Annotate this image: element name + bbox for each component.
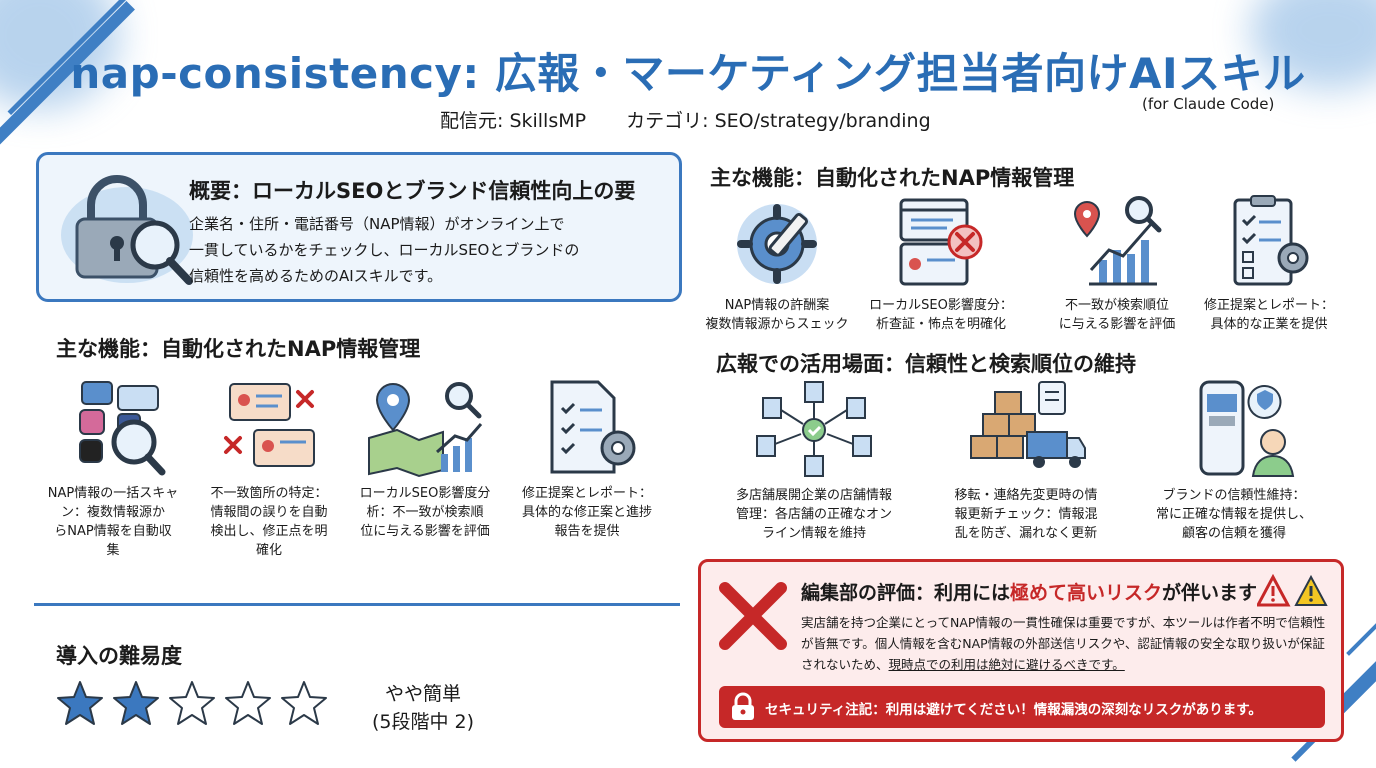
red-x-icon bbox=[719, 582, 787, 650]
feature-item: ローカルSEO影響度分： 析查証・怖点を明確化 bbox=[866, 194, 1016, 334]
feature-caption-line: 不一致が検索順位 bbox=[1064, 298, 1169, 313]
evaluation-body: 実店舗を持つ企業にとってNAP情報の一貫性確保は重要ですが、本ツールは作者不明で… bbox=[801, 612, 1331, 675]
difficulty-text: やや簡単 (5段階中 2) bbox=[372, 680, 474, 736]
feature-caption-line: 修正提案とレポート： bbox=[1203, 298, 1334, 313]
feature-caption-line: らNAP情報を自動収 bbox=[54, 524, 172, 539]
usage-caption-line: 報更新チェック：情報混 bbox=[954, 507, 1098, 522]
feature-caption-line: ローカルSEO影響度分： bbox=[869, 298, 1013, 313]
decorative-stripe bbox=[1346, 568, 1376, 656]
usage-caption-line: 管理：各店舗の正確なオン bbox=[735, 507, 892, 522]
evaluation-heading-post: が伴います bbox=[1162, 582, 1258, 604]
security-note-bar: セキュリティ注記：利用は避けてください！情報漏洩の深刻なリスクがあります。 bbox=[719, 686, 1325, 728]
overview-line: 一貫しているかをチェックし、ローカルSEOとブランドの bbox=[189, 241, 580, 259]
feature-caption-line: 修正提案とレポート： bbox=[521, 486, 652, 501]
phone-trust-icon bbox=[1199, 380, 1295, 477]
map-chart-icon bbox=[368, 382, 483, 478]
usage-caption-line: 顧客の信頼を獲得 bbox=[1181, 526, 1286, 541]
star-empty-icon bbox=[281, 681, 327, 725]
feature-caption-line: に与える影響を評価 bbox=[1058, 317, 1176, 332]
evaluation-heading-risk: 極めて高いリスク bbox=[1010, 582, 1163, 604]
overview-heading: 概要：ローカルSEOとブランド信頼性向上の要 bbox=[189, 179, 636, 203]
checklist-gear-icon bbox=[1233, 195, 1309, 286]
feature-caption-line: 具体的な正業を提供 bbox=[1210, 317, 1328, 332]
star-empty-icon bbox=[169, 681, 215, 725]
feature-caption-line: ン：複数情報源か bbox=[60, 505, 165, 520]
feature-item: 不一致が検索順位 に与える影響を評価 bbox=[1042, 194, 1192, 334]
feature-caption-line: NAP情報の許酬案 bbox=[724, 298, 830, 313]
usage-caption-line: 多店舗展開企業の店舗情報 bbox=[735, 488, 892, 503]
usage-item: 移転・連絡先変更時の情 報更新チェック：情報混 乱を防ぎ、漏れなく更新 bbox=[936, 380, 1116, 543]
document-gear-icon bbox=[550, 380, 636, 474]
rising-chart-icon bbox=[1073, 196, 1162, 286]
usage-caption-line: 移転・連絡先変更時の情 bbox=[954, 488, 1098, 503]
platform-label: (for Claude Code) bbox=[1142, 95, 1275, 113]
features-left-heading: 主な機能：自動化されたNAP情報管理 bbox=[56, 337, 421, 361]
difficulty-label: 導入の難易度 bbox=[56, 644, 182, 668]
feature-caption-line: 析查証・怖点を明確化 bbox=[875, 317, 1006, 332]
subtitle: 配信元: SkillsMP カテゴリ: SEO/strategy/brandin… bbox=[440, 106, 931, 133]
feature-caption-line: 報告を提供 bbox=[554, 524, 620, 539]
evaluation-body-warning: 現時点での利用は絶対に避けるべきです。 bbox=[888, 657, 1125, 672]
usage-caption-line: 常に正確な情報を提供し、 bbox=[1155, 507, 1312, 522]
section-divider bbox=[34, 603, 680, 606]
security-note-text: セキュリティ注記：利用は避けてください！情報漏洩の深刻なリスクがあります。 bbox=[765, 702, 1262, 718]
feature-caption-line: ローカルSEO影響度分 bbox=[359, 486, 491, 501]
feature-item: 不一致箇所の特定： 情報間の誤りを自動 検出し、修正点を明 確化 bbox=[194, 378, 344, 560]
feature-item: NAP情報の一括スキャ ン：複数情報源か らNAP情報を自動収 集 bbox=[38, 378, 188, 560]
overview-line: 信頼性を高めるためのAIスキルです。 bbox=[189, 267, 443, 285]
feature-caption-line: 確化 bbox=[255, 543, 282, 558]
feature-item: 修正提案とレポート： 具体的な正業を提供 bbox=[1194, 194, 1344, 334]
social-scan-icon bbox=[79, 381, 166, 476]
feature-caption-line: 複数情報源からスェック bbox=[705, 317, 849, 332]
difficulty-scale: (5段階中 2) bbox=[372, 711, 475, 733]
usage-caption-line: 乱を防ぎ、漏れなく更新 bbox=[954, 526, 1098, 541]
star-filled-icon bbox=[113, 681, 159, 725]
page-title: nap-consistency: 広報・マーケティング担当者向けAIスキル bbox=[70, 49, 1306, 98]
publisher-label: 配信元: SkillsMP bbox=[440, 110, 587, 132]
mismatch-cards-icon bbox=[224, 383, 315, 467]
feature-item: ローカルSEO影響度分 析：不一致が検索順 位に与える影響を評価 bbox=[350, 378, 500, 541]
feature-caption-line: 集 bbox=[106, 543, 120, 558]
features-right-heading: 主な機能：自動化されたNAP情報管理 bbox=[710, 166, 1075, 190]
category-label: カテゴリ: SEO/strategy/branding bbox=[626, 110, 931, 132]
feature-caption-line: NAP情報の一括スキャ bbox=[47, 486, 179, 501]
star-filled-icon bbox=[57, 681, 103, 725]
gear-pencil-icon bbox=[737, 204, 817, 284]
difficulty-level: やや簡単 bbox=[385, 683, 462, 705]
usage-caption-line: ブランドの信頼性維持： bbox=[1162, 488, 1306, 503]
feature-caption-line: 情報間の誤りを自動 bbox=[210, 505, 328, 520]
star-empty-icon bbox=[225, 681, 271, 725]
lock-icon bbox=[732, 692, 754, 720]
evaluation-heading-pre: 編集部の評価：利用には bbox=[801, 582, 1011, 604]
feature-item: NAP情報の許酬案 複数情報源からスェック bbox=[702, 194, 852, 334]
feature-caption-line: 析：不一致が検索順 bbox=[366, 505, 484, 520]
store-network-icon bbox=[756, 381, 872, 477]
usage-item: ブランドの信頼性維持： 常に正確な情報を提供し、 顧客の信頼を獲得 bbox=[1144, 380, 1324, 543]
evaluation-heading: 編集部の評価：利用には極めて高いリスクが伴います bbox=[801, 578, 1257, 605]
feature-caption-line: 不一致箇所の特定： bbox=[210, 486, 328, 501]
usage-heading: 広報での活用場面：信頼性と検索順位の維持 bbox=[716, 352, 1136, 376]
overview-card: 概要：ローカルSEOとブランド信頼性向上の要 企業名・住所・電話番号（NAP情報… bbox=[36, 152, 682, 302]
lock-magnifier-icon bbox=[61, 175, 193, 285]
feature-caption-line: 具体的な修正案と進捗 bbox=[521, 505, 652, 520]
difficulty-stars bbox=[56, 680, 328, 726]
browser-error-icon bbox=[899, 198, 983, 286]
feature-item: 修正提案とレポート： 具体的な修正案と進捗 報告を提供 bbox=[512, 378, 662, 541]
evaluation-body-text: 実店舗を持つ企業にとってNAP情報の一貫性確保は重要ですが、本ツールは作者不明で… bbox=[801, 615, 1326, 672]
overview-line: 企業名・住所・電話番号（NAP情報）がオンライン上で bbox=[189, 215, 565, 233]
usage-caption-line: ライン情報を維持 bbox=[761, 526, 866, 541]
warning-icon bbox=[1257, 574, 1328, 607]
overview-text: 企業名・住所・電話番号（NAP情報）がオンライン上で 一貫しているかをチェックし… bbox=[189, 211, 669, 289]
evaluation-card: 編集部の評価：利用には極めて高いリスクが伴います 実店舗を持つ企業にとってNAP… bbox=[698, 559, 1344, 742]
feature-caption-line: 位に与える影響を評価 bbox=[360, 524, 490, 539]
feature-caption-line: 検出し、修正点を明 bbox=[210, 524, 328, 539]
usage-item: 多店舗展開企業の店舗情報 管理：各店舗の正確なオン ライン情報を維持 bbox=[724, 380, 904, 543]
moving-truck-icon bbox=[970, 381, 1086, 468]
